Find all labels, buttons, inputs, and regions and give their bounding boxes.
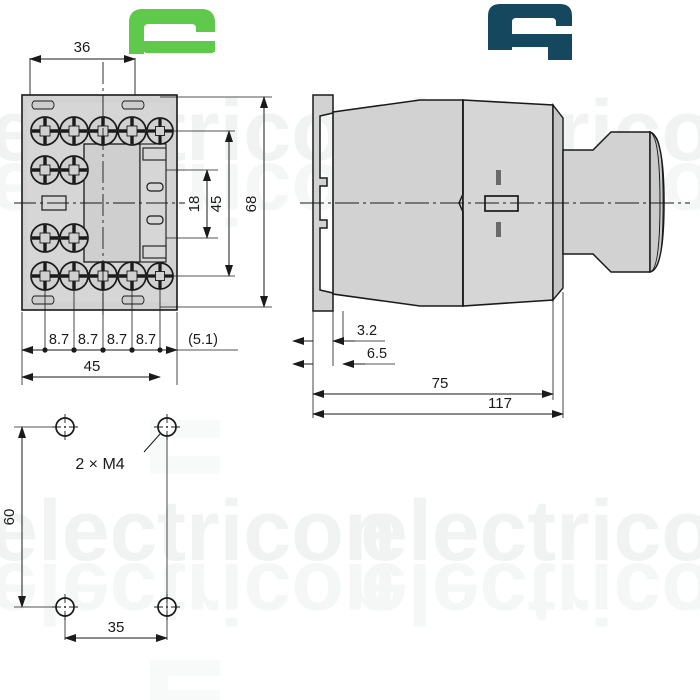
front-bottom-dimensions: 8.7 8.7 8.7 8.7 (5.1) 45 [21,282,238,385]
screw-icon [59,116,89,146]
front-terminal-screws-upper-aux-row [30,155,89,185]
front-dim-36: 36 [29,39,136,100]
screw-icon [59,223,89,253]
side-dim-117-label: 117 [488,395,512,412]
front-aux-indicator-lower [146,215,164,225]
front-edge-offset-label: (5.1) [188,332,218,348]
side-block-right-edge [552,102,564,302]
front-pitch-3-label: 8.7 [107,332,127,348]
front-dim-45v-label: 45 [208,196,225,213]
mounting-thread-callout: 2 × M4 [75,433,161,473]
screw-icon [30,155,60,185]
front-pitch-1-label: 8.7 [49,332,69,348]
electricon-logo-teal [488,4,572,60]
screw-icon [30,261,60,291]
side-dim-3-2-label: 3.2 [357,323,377,339]
front-terminal-screws-lower-aux-row [30,223,89,253]
front-aux-slot-top [142,147,167,161]
screw-icon [30,223,60,253]
side-center-marker [484,170,519,237]
mounting-dim-35-label: 35 [108,619,125,636]
front-center-lines [14,62,185,318]
mounting-dim-60-label: 60 [1,509,18,526]
front-aux-indicator-upper [146,182,164,192]
side-view: 3.2 6.5 75 117 [292,94,690,418]
front-terminal-screws-top-row [30,116,174,146]
front-terminal-screws-bottom-row [30,261,174,291]
side-actuator-neck [562,131,651,273]
front-dim-18-label: 18 [186,196,203,213]
side-rear-clip [312,94,334,312]
electricon-logo-green [129,9,215,54]
side-dim-6-5-label: 6.5 [367,346,387,362]
front-vertical-dimensions: 18 45 68 [160,96,272,308]
side-actuator-cap [649,131,665,273]
screw-icon [146,117,174,145]
mounting-dim-35: 35 [64,619,168,642]
front-dim-36-label: 36 [74,39,91,56]
screw-icon [117,116,147,146]
mounting-hole-pattern-view: 60 35 2 × M4 [1,414,180,642]
mounting-dim-60: 60 [1,426,26,608]
front-mounting-tabs [31,100,145,305]
mounting-thread-callout-label: 2 × M4 [75,456,124,473]
front-aux-slot-bottom [142,245,167,259]
front-pitch-4-label: 8.7 [136,332,156,348]
side-bottom-dimensions: 3.2 6.5 75 117 [292,292,564,418]
front-pitch-2-label: 8.7 [78,332,98,348]
screw-icon [30,116,60,146]
side-dim-75-label: 75 [432,375,449,392]
front-dim-45h-label: 45 [84,358,101,375]
front-dim-68-label: 68 [243,196,260,213]
front-view: 36 [14,39,272,385]
screw-icon [59,155,89,185]
